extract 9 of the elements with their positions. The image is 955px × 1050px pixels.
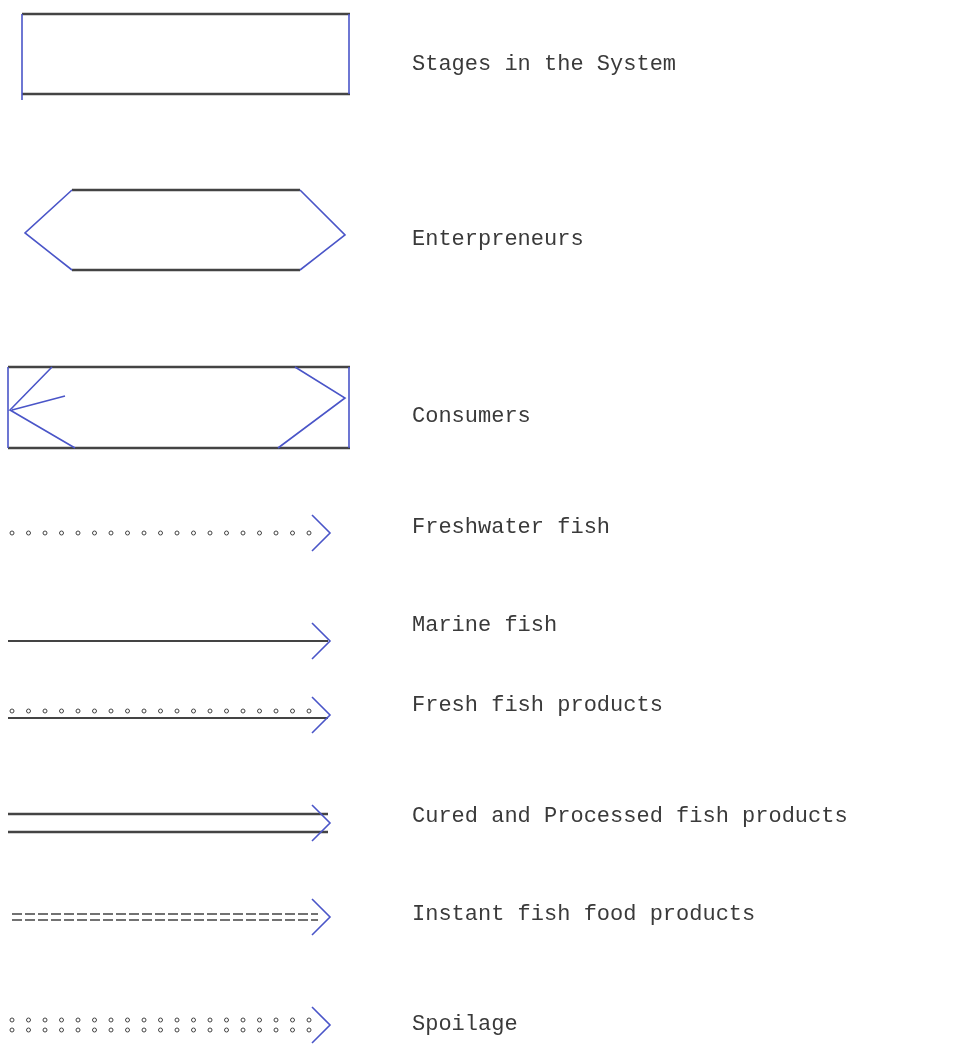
legend-label: Marine fish [412,613,558,639]
legend-label: Freshwater fish [412,515,611,541]
legend-label: Fresh fish products [412,693,663,719]
legend-label: Enterpreneurs [412,227,584,253]
legend-label: Stages in the System [412,52,677,78]
legend-label: Cured and Processed fish products [412,804,848,830]
legend-label: Consumers [412,404,531,430]
legend-label: Instant fish food products [412,902,756,928]
legend-label: Spoilage [412,1012,518,1038]
